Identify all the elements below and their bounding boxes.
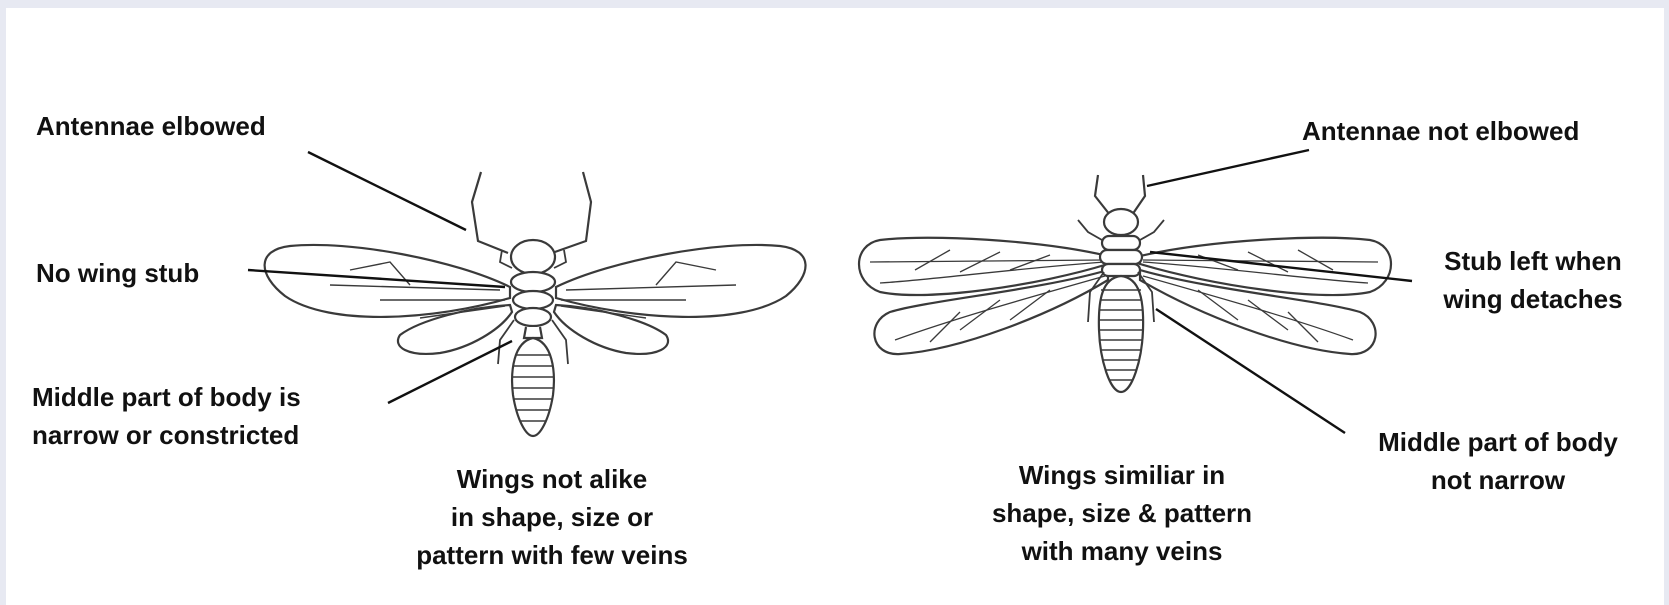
termite-thorax-3 (1102, 264, 1140, 276)
termite-antenna-left (1095, 175, 1110, 215)
leader-no-wing-stub (248, 270, 505, 287)
label-wings-similar-line1: Wings similiar in (942, 456, 1302, 494)
label-wings-similar: Wings similiar in shape, size & pattern … (942, 456, 1302, 570)
leader-antennae-not-elbowed (1147, 150, 1309, 186)
ant-thorax-2 (513, 291, 553, 309)
ant-forewing-right (556, 245, 806, 317)
leader-lines (248, 150, 1412, 433)
ant-hindwing-left (398, 305, 512, 354)
ant-forewing-left (265, 245, 510, 317)
label-body-narrow: Middle part of body is narrow or constri… (32, 378, 301, 454)
termite-head (1104, 209, 1138, 235)
ant-thorax-1 (511, 272, 555, 292)
ant-hindwing-right (554, 305, 668, 354)
label-body-not-narrow-line1: Middle part of body (1338, 423, 1658, 461)
label-antennae-not-elbowed: Antennae not elbowed (1302, 112, 1579, 150)
label-stub-left-line1: Stub left when (1418, 242, 1648, 280)
ant-antenna-left (472, 172, 508, 253)
ant-antenna-right (552, 172, 591, 253)
label-wings-similar-line2: shape, size & pattern (942, 494, 1302, 532)
label-wings-not-alike-line1: Wings not alike (362, 460, 742, 498)
label-body-not-narrow-line2: not narrow (1338, 461, 1658, 499)
ant-waist (524, 327, 542, 338)
ant-illustration (265, 172, 806, 436)
termite-abdomen (1099, 276, 1143, 392)
label-body-not-narrow: Middle part of body not narrow (1338, 423, 1658, 499)
ant-thorax-3 (515, 308, 551, 326)
termite-thorax-2 (1100, 250, 1142, 264)
termite-hindwing-left (874, 270, 1108, 354)
termite-illustration (859, 175, 1391, 392)
label-stub-left-line2: wing detaches (1418, 280, 1648, 318)
label-no-wing-stub: No wing stub (36, 254, 199, 292)
label-wings-not-alike-line2: in shape, size or (362, 498, 742, 536)
label-stub-left: Stub left when wing detaches (1418, 242, 1648, 318)
label-wings-not-alike-line3: pattern with few veins (362, 536, 742, 574)
label-wings-not-alike: Wings not alike in shape, size or patter… (362, 460, 742, 574)
label-antennae-elbowed: Antennae elbowed (36, 107, 266, 145)
label-wings-similar-line3: with many veins (942, 532, 1302, 570)
termite-antenna-right (1132, 175, 1145, 215)
ant-head (511, 240, 555, 274)
termite-thorax-1 (1102, 236, 1140, 250)
leader-antennae-elbowed (308, 152, 466, 230)
termite-hindwing-right (1140, 270, 1376, 354)
label-body-narrow-line2: narrow or constricted (32, 416, 301, 454)
label-body-narrow-line1: Middle part of body is (32, 378, 301, 416)
